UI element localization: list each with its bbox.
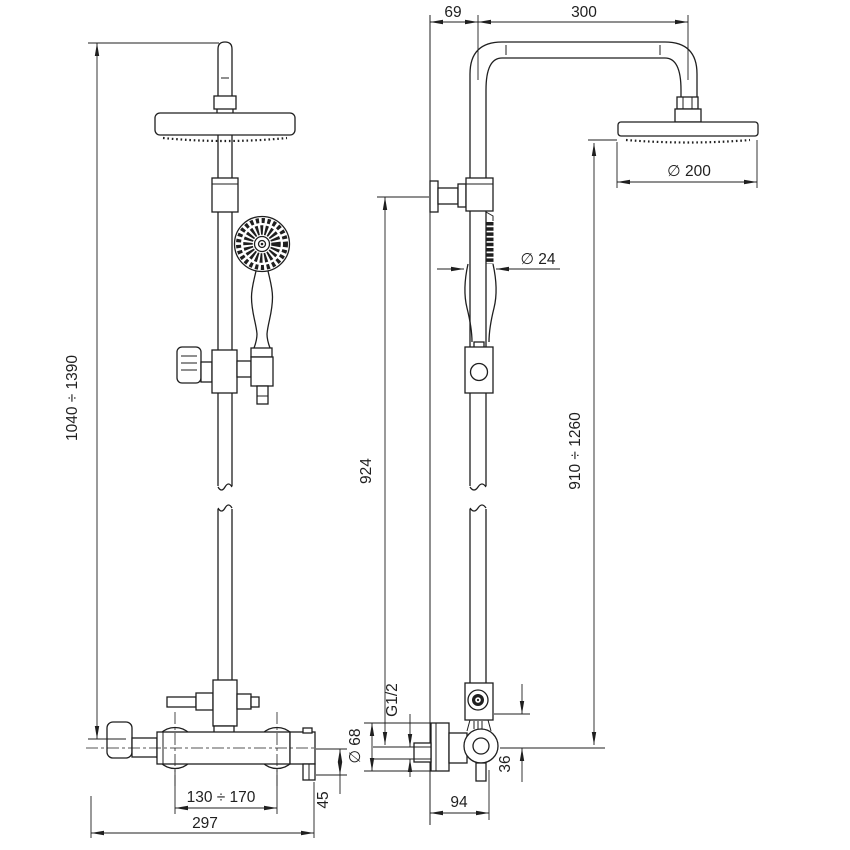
dim-head-diameter: ∅ 200 <box>616 140 758 188</box>
dim-overall-width: 297 <box>90 782 315 838</box>
handshower-holder-side <box>464 341 494 394</box>
dim-overall-height: 1040 ÷ 1390 <box>64 42 219 740</box>
front-view <box>86 41 317 786</box>
dim-outlet-drop: 45 <box>315 748 347 809</box>
mixer-side <box>413 722 499 782</box>
pipe-break-side <box>469 483 487 512</box>
mixer-body-front <box>86 712 317 786</box>
hose-nipple-front <box>256 385 269 405</box>
dim-inlet-centers: 130 ÷ 170 <box>174 770 278 814</box>
hand-shower-side <box>464 211 497 343</box>
pipe-break-front <box>217 483 233 512</box>
dim-arm-projection-label: 300 <box>571 4 597 21</box>
supply-stub-side <box>413 742 432 763</box>
overhead-shower-head-front <box>154 112 296 143</box>
dim-outlet-offset-label: 36 <box>497 755 514 772</box>
dim-arm-projection: 300 <box>478 4 689 80</box>
riser-pipe-side <box>469 211 487 683</box>
dim-handshower-diameter-label: ∅ 24 <box>520 251 555 268</box>
slider-diverter-side <box>464 682 494 732</box>
dim-bracket-to-inlet: 924 <box>358 196 429 745</box>
side-view <box>413 15 759 825</box>
slider-diverter-front <box>176 346 274 405</box>
diverter-valve-side <box>463 728 499 764</box>
dim-wall-offset: 69 <box>430 4 479 80</box>
dim-wall-offset-label: 69 <box>444 4 461 21</box>
dim-wall-depth-label: 94 <box>450 794 468 811</box>
escutcheon-side <box>430 722 450 772</box>
diverter-cross-handle-front <box>166 679 260 734</box>
dim-escutcheon-diameter: ∅ 68 <box>347 722 430 772</box>
shower-arm-side <box>469 41 698 180</box>
dim-overall-height-label: 1040 ÷ 1390 <box>64 355 81 441</box>
dim-inlet-centers-label: 130 ÷ 170 <box>187 789 256 806</box>
dim-head-diameter-label: ∅ 200 <box>667 163 711 180</box>
handshower-holder-front <box>250 356 274 387</box>
overhead-shower-head-side <box>617 96 759 144</box>
hand-shower-front <box>233 215 291 358</box>
dim-inlet-thread: G1/2 <box>373 683 414 777</box>
riser-coupling-front <box>211 177 239 213</box>
dim-escutcheon-diameter-label: ∅ 68 <box>347 728 364 763</box>
dim-inlet-thread-label: G1/2 <box>384 683 401 717</box>
dim-overall-width-label: 297 <box>192 815 218 832</box>
dim-head-height-range-label: 910 ÷ 1260 <box>567 412 584 490</box>
riser-top-cap <box>213 41 237 113</box>
dim-outlet-drop-label: 45 <box>315 791 332 808</box>
dim-bracket-to-inlet-label: 924 <box>358 458 375 484</box>
dim-outlet-offset: 36 <box>494 684 530 782</box>
dim-wall-depth: 94 <box>430 770 490 820</box>
dim-handshower-diameter: ∅ 24 <box>437 251 560 272</box>
wall-bracket-side <box>429 177 494 213</box>
dim-head-height-range: 910 ÷ 1260 <box>500 139 617 749</box>
riser-pipe-front <box>217 135 233 680</box>
temperature-handle-front <box>106 721 133 759</box>
hose-outlet-side <box>475 762 487 782</box>
